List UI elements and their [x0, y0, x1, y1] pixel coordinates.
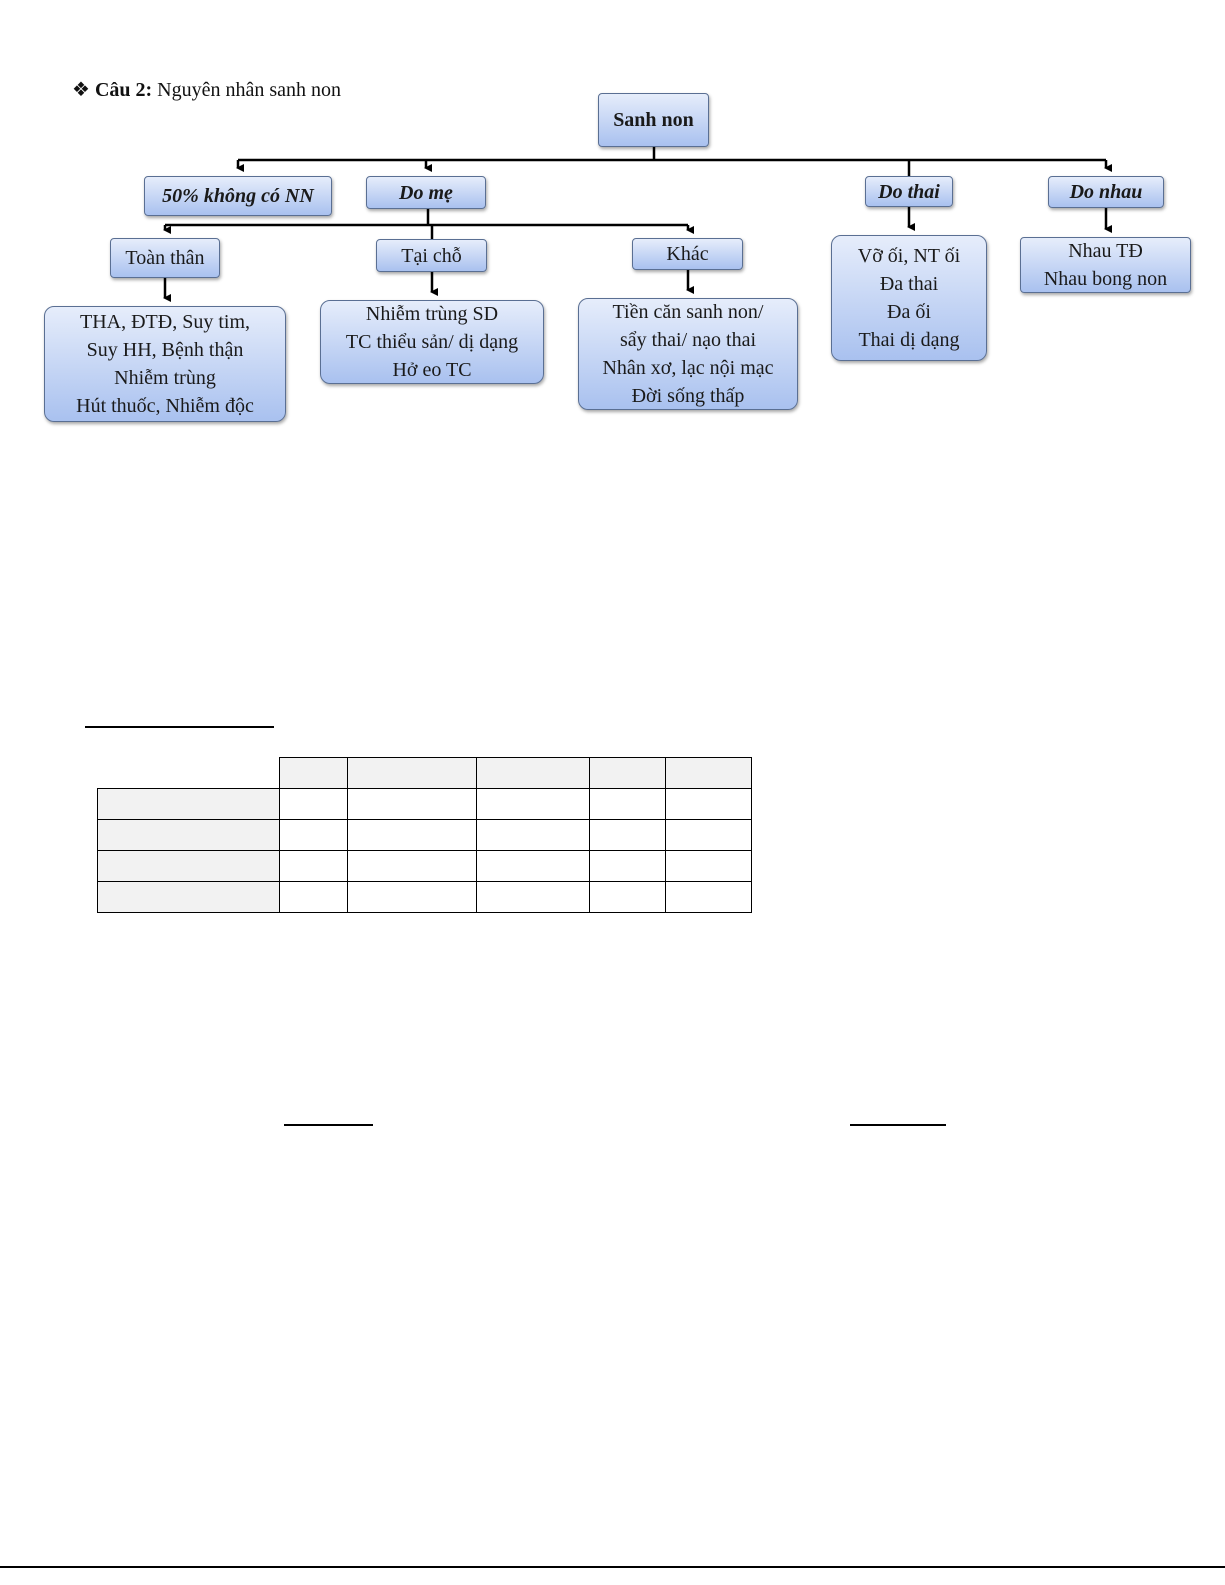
cell: [475, 881, 590, 913]
cell: [664, 881, 752, 913]
cell: [475, 819, 590, 851]
question-label: Câu 2:: [94, 79, 153, 101]
question-text: Nguyên nhân sanh non: [157, 79, 342, 101]
table-corner: [98, 758, 280, 789]
maternal-node: Do mẹ: [366, 176, 486, 209]
cause-item: Hở eo TC: [392, 359, 472, 381]
cause-item: Nhau bong non: [1043, 268, 1168, 290]
root-node: Sanh non: [598, 93, 709, 147]
cell: [346, 788, 477, 820]
heading-underline: [85, 726, 274, 728]
empty-table: [97, 757, 752, 913]
systemic-label: Toàn thân: [125, 247, 205, 269]
fetal-node: Do thai: [865, 176, 953, 207]
row-header-cell: [97, 819, 280, 851]
short-rule-left: [284, 1124, 373, 1126]
cause-item: Nhau TĐ: [1068, 240, 1143, 262]
table-row: [97, 819, 752, 851]
cell: [278, 850, 348, 882]
cause-item: Đa ối: [887, 301, 931, 323]
table-row: [97, 788, 752, 820]
other-node: Khác: [632, 238, 743, 270]
cause-item: THA, ĐTĐ, Suy tim,: [80, 311, 250, 333]
root-label: Sanh non: [613, 109, 694, 131]
cell: [588, 850, 666, 882]
cell: [278, 819, 348, 851]
table-row: [97, 881, 752, 913]
cause-item: sẩy thai/ nạo thai: [619, 329, 757, 351]
header-cell: [278, 757, 348, 789]
cell: [278, 881, 348, 913]
placental-label: Do nhau: [1069, 181, 1143, 203]
cell: [588, 881, 666, 913]
maternal-label: Do mẹ: [399, 181, 453, 204]
placental-node: Do nhau: [1048, 176, 1164, 208]
cause-item: Suy HH, Bệnh thận: [86, 339, 244, 361]
no-cause-node: 50% không có NN: [144, 176, 332, 216]
fetal-label: Do thai: [878, 180, 940, 203]
other-label: Khác: [666, 243, 709, 265]
cell: [588, 788, 666, 820]
cause-item: Nhân xơ, lạc nội mạc: [602, 357, 774, 379]
table-header-row: [98, 757, 752, 789]
fetal-causes-box: Vỡ ối, NT ối Đa thai Đa ối Thai dị dạng: [831, 235, 987, 361]
local-node: Tại chỗ: [376, 239, 487, 272]
cause-item: Vỡ ối, NT ối: [857, 245, 961, 267]
cell: [475, 850, 590, 882]
cell: [664, 788, 752, 820]
diagram-connectors: [163, 147, 1112, 302]
cell: [588, 819, 666, 851]
cell: [664, 819, 752, 851]
short-rule-right: [850, 1124, 946, 1126]
placental-causes-box: Nhau TĐ Nhau bong non: [1020, 237, 1191, 293]
cell: [664, 850, 752, 882]
question-heading: ❖ Câu 2: Nguyên nhân sanh non: [72, 77, 341, 102]
header-cell: [346, 757, 477, 789]
table-row: [97, 850, 752, 882]
row-header-cell: [97, 881, 280, 913]
other-causes-box: Tiền căn sanh non/ sẩy thai/ nạo thai Nh…: [578, 298, 798, 410]
cell: [346, 819, 477, 851]
header-cell: [664, 757, 752, 789]
header-cell: [475, 757, 590, 789]
no-cause-label: 50% không có NN: [162, 185, 314, 207]
cell: [278, 788, 348, 820]
cell: [346, 881, 477, 913]
page-bottom-rule: [0, 1566, 1225, 1568]
cause-item: Nhiễm trùng SD: [365, 303, 499, 325]
local-causes-box: Nhiễm trùng SD TC thiểu sản/ dị dạng Hở …: [320, 300, 544, 384]
cause-item: Hút thuốc, Nhiễm độc: [76, 395, 254, 417]
cause-item: TC thiểu sản/ dị dạng: [345, 331, 519, 353]
cause-item: Đa thai: [879, 273, 939, 295]
cell: [346, 850, 477, 882]
systemic-node: Toàn thân: [110, 238, 220, 278]
cause-item: Thai dị dạng: [858, 329, 960, 351]
bullet-icon: ❖: [72, 79, 90, 101]
cell: [475, 788, 590, 820]
systemic-causes-box: THA, ĐTĐ, Suy tim, Suy HH, Bệnh thận Nhi…: [44, 306, 286, 422]
cause-item: Nhiễm trùng: [114, 367, 216, 389]
header-cell: [588, 757, 666, 789]
row-header-cell: [97, 850, 280, 882]
cause-item: Tiền căn sanh non/: [612, 301, 764, 323]
row-header-cell: [97, 788, 280, 820]
local-label: Tại chỗ: [401, 244, 462, 267]
cause-item: Đời sống thấp: [631, 385, 745, 407]
